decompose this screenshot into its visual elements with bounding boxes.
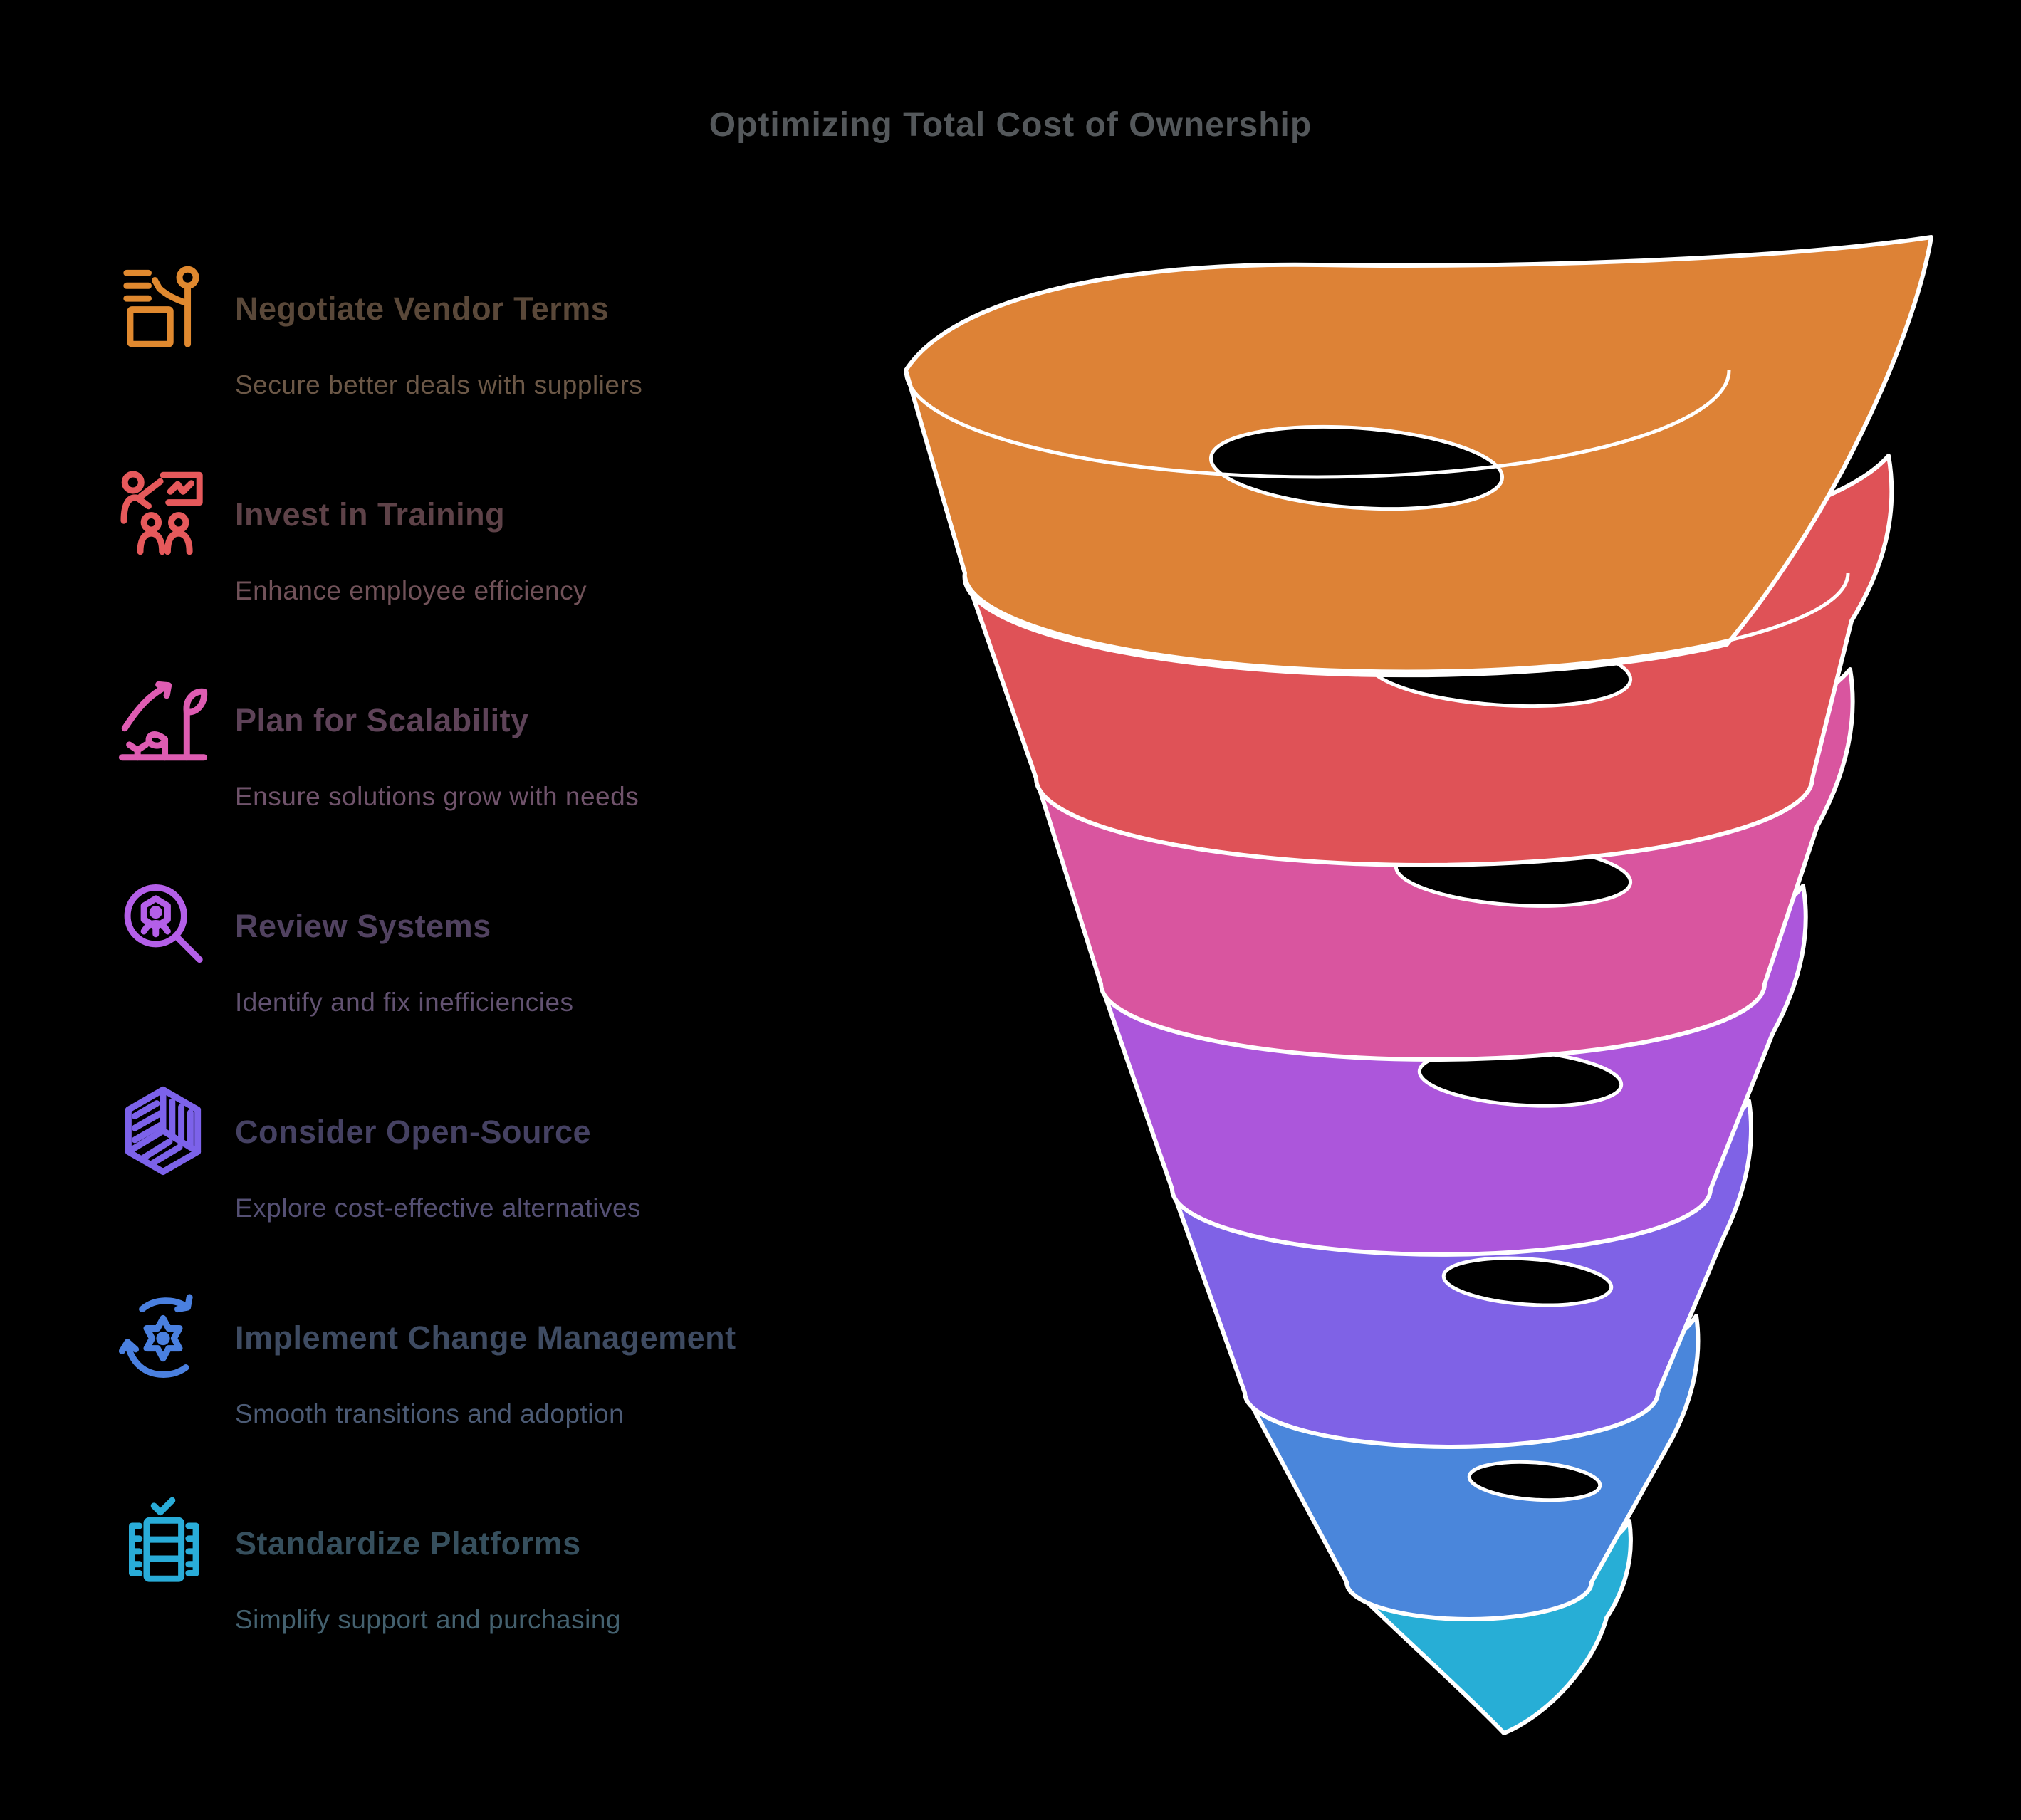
funnel-rim-5 — [1170, 1188, 1713, 1257]
funnel-rim-7 — [1344, 1581, 1594, 1621]
step-subtitle: Simplify support and purchasing — [235, 1605, 622, 1634]
funnel-opening-5 — [1441, 1256, 1614, 1307]
funnel-rim-6 — [1243, 1392, 1660, 1449]
step-subtitle: Secure better deals with suppliers — [235, 370, 643, 399]
magnifier-person-icon — [118, 879, 209, 971]
step-title: Review Systems — [235, 908, 491, 944]
trainer-presentation-icon — [118, 468, 209, 559]
funnel-rim-2 — [963, 572, 1850, 674]
step-title: Invest in Training — [235, 496, 506, 533]
funnel-opening-1 — [1208, 424, 1505, 511]
open-source-cube-icon — [118, 1085, 209, 1176]
step-title: Standardize Platforms — [235, 1525, 581, 1562]
server-check-icon — [118, 1497, 209, 1588]
gear-sync-icon — [118, 1291, 209, 1382]
page-title: Optimizing Total Cost of Ownership — [709, 106, 1312, 144]
podium-negotiation-icon — [118, 262, 209, 353]
step-subtitle: Ensure solutions grow with needs — [235, 782, 639, 811]
step-title: Consider Open-Source — [235, 1114, 592, 1150]
step-subtitle: Enhance employee efficiency — [235, 576, 588, 605]
step-subtitle: Smooth transitions and adoption — [235, 1399, 625, 1428]
funnel-rim-4 — [1099, 983, 1767, 1062]
funnel-rim-3 — [1034, 778, 1814, 867]
plant-growth-icon — [118, 674, 209, 765]
step-title: Plan for Scalability — [235, 702, 529, 738]
step-subtitle: Explore cost-effective alternatives — [235, 1193, 642, 1223]
step-title: Negotiate Vendor Terms — [235, 291, 610, 327]
funnel-opening-6 — [1467, 1460, 1602, 1502]
step-subtitle: Identify and fix inefficiencies — [235, 988, 574, 1017]
step-title: Implement Change Management — [235, 1319, 736, 1356]
funnel-rim-1 — [904, 370, 1731, 479]
